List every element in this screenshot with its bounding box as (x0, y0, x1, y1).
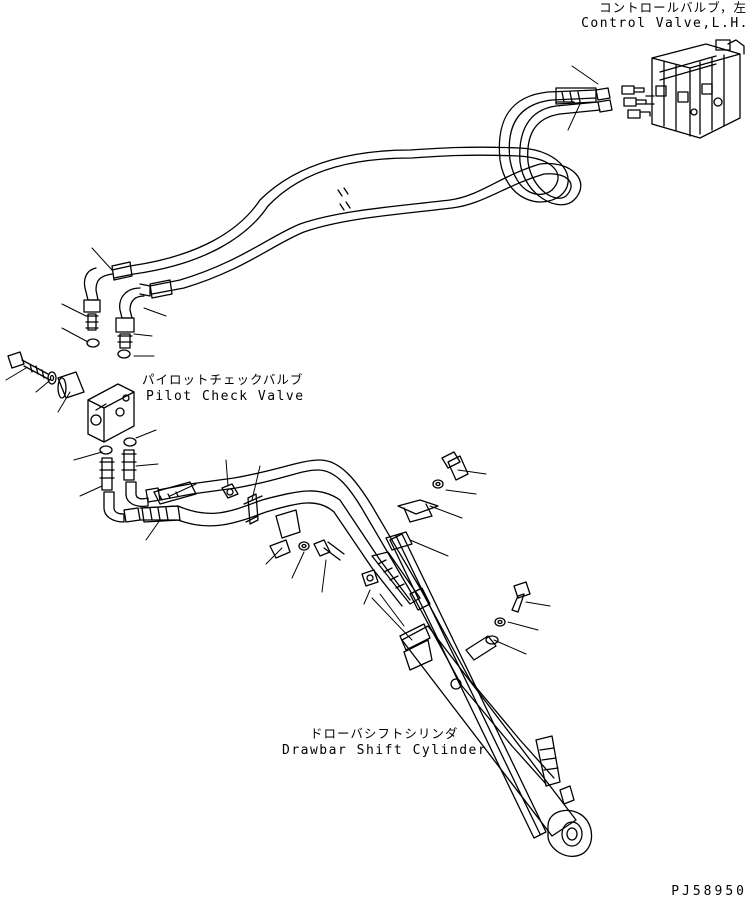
pilot-check-valve-label-en: Pilot Check Valve (146, 389, 305, 404)
drawbar-shift-cylinder-label-jp: ドローバシフトシリンダ (310, 726, 459, 741)
control-valve-label-jp: コントロールバルブ，左 (599, 0, 747, 15)
lower-hoses (139, 459, 561, 787)
control-valve-lh (595, 39, 745, 139)
leader-lines (5, 65, 599, 655)
upper-fittings (83, 267, 145, 359)
drawing-number: PJ58950 (671, 884, 747, 899)
hardware-mid (221, 451, 531, 627)
drawbar-shift-cylinder (371, 533, 593, 857)
pilot-check-valve (7, 351, 135, 443)
drawbar-shift-cylinder-label-en: Drawbar Shift Cylinder (282, 743, 488, 758)
upper-hoses (111, 87, 601, 299)
lower-fittings (99, 437, 161, 523)
pilot-check-valve-label-jp: パイロットチェックバルブ (142, 372, 304, 387)
control-valve-label-en: Control Valve,L.H. (581, 16, 749, 31)
